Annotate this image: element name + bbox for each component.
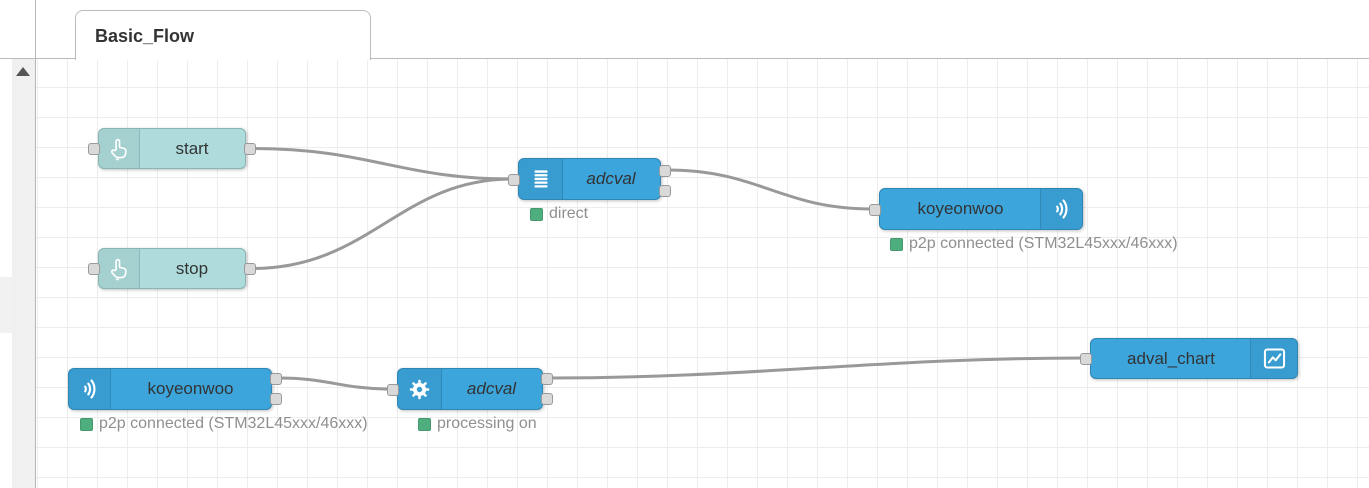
status-dot-icon: [890, 237, 903, 251]
hand-press-icon: [99, 249, 140, 288]
chart-icon: [1250, 339, 1297, 378]
node-status: p2p connected (STM32L45xxx/46xxx): [890, 235, 1178, 252]
node-label: adcval: [466, 379, 517, 398]
node-label: adcval: [586, 169, 636, 188]
node-label: koyeonwoo: [147, 379, 234, 398]
wire[interactable]: [250, 177, 514, 270]
gear-icon: [398, 369, 442, 409]
output-port-1[interactable]: [659, 165, 671, 177]
hand-press-icon: [99, 129, 140, 168]
output-port-1[interactable]: [541, 373, 553, 385]
output-port[interactable]: [244, 143, 256, 155]
status-dot-icon: [530, 207, 543, 221]
output-port-1[interactable]: [270, 373, 282, 385]
workspace-left-border: [35, 0, 36, 488]
status-dot-icon: [80, 417, 93, 431]
input-port[interactable]: [508, 174, 520, 186]
tab-basic-flow[interactable]: Basic_Flow: [75, 10, 371, 60]
node-label: koyeonwoo: [917, 199, 1004, 218]
node-adcval-processing[interactable]: adcval: [387, 368, 553, 410]
wireless-icon: [1040, 189, 1082, 229]
node-label: adval_chart: [1127, 348, 1215, 368]
node-status: processing on: [418, 415, 537, 432]
wireless-icon: [69, 369, 111, 409]
list-icon: [519, 159, 563, 199]
input-port[interactable]: [1080, 353, 1092, 365]
wire[interactable]: [665, 168, 875, 211]
node-label: start: [175, 138, 209, 158]
tab-label: Basic_Flow: [95, 26, 195, 46]
left-gutter-shade: [0, 277, 12, 333]
workspace-canvas[interactable]: [36, 59, 1369, 488]
output-port[interactable]: [244, 263, 256, 275]
status-dot-icon: [418, 417, 431, 431]
node-start[interactable]: start: [88, 128, 256, 169]
input-port[interactable]: [869, 204, 881, 216]
node-koyeonwoo-top[interactable]: koyeonwoo: [869, 188, 1083, 230]
node-adval-chart[interactable]: adval_chart: [1080, 338, 1298, 379]
output-port-2[interactable]: [270, 393, 282, 405]
node-adcval-direct[interactable]: adcval: [508, 158, 671, 200]
node-label: stop: [175, 258, 209, 278]
vertical-scrollbar[interactable]: [12, 59, 35, 488]
input-port[interactable]: [387, 384, 399, 396]
wire[interactable]: [547, 356, 1086, 380]
wire[interactable]: [276, 376, 393, 391]
node-koyeonwoo-bottom[interactable]: koyeonwoo: [68, 368, 282, 410]
output-port-2[interactable]: [659, 185, 671, 197]
output-port-2[interactable]: [541, 393, 553, 405]
scroll-up-icon[interactable]: [16, 67, 30, 76]
node-status: p2p connected (STM32L45xxx/46xxx): [80, 415, 368, 432]
node-stop[interactable]: stop: [88, 248, 256, 289]
node-status: direct: [530, 205, 588, 222]
input-port[interactable]: [88, 143, 100, 155]
wire[interactable]: [250, 147, 514, 181]
input-port[interactable]: [88, 263, 100, 275]
